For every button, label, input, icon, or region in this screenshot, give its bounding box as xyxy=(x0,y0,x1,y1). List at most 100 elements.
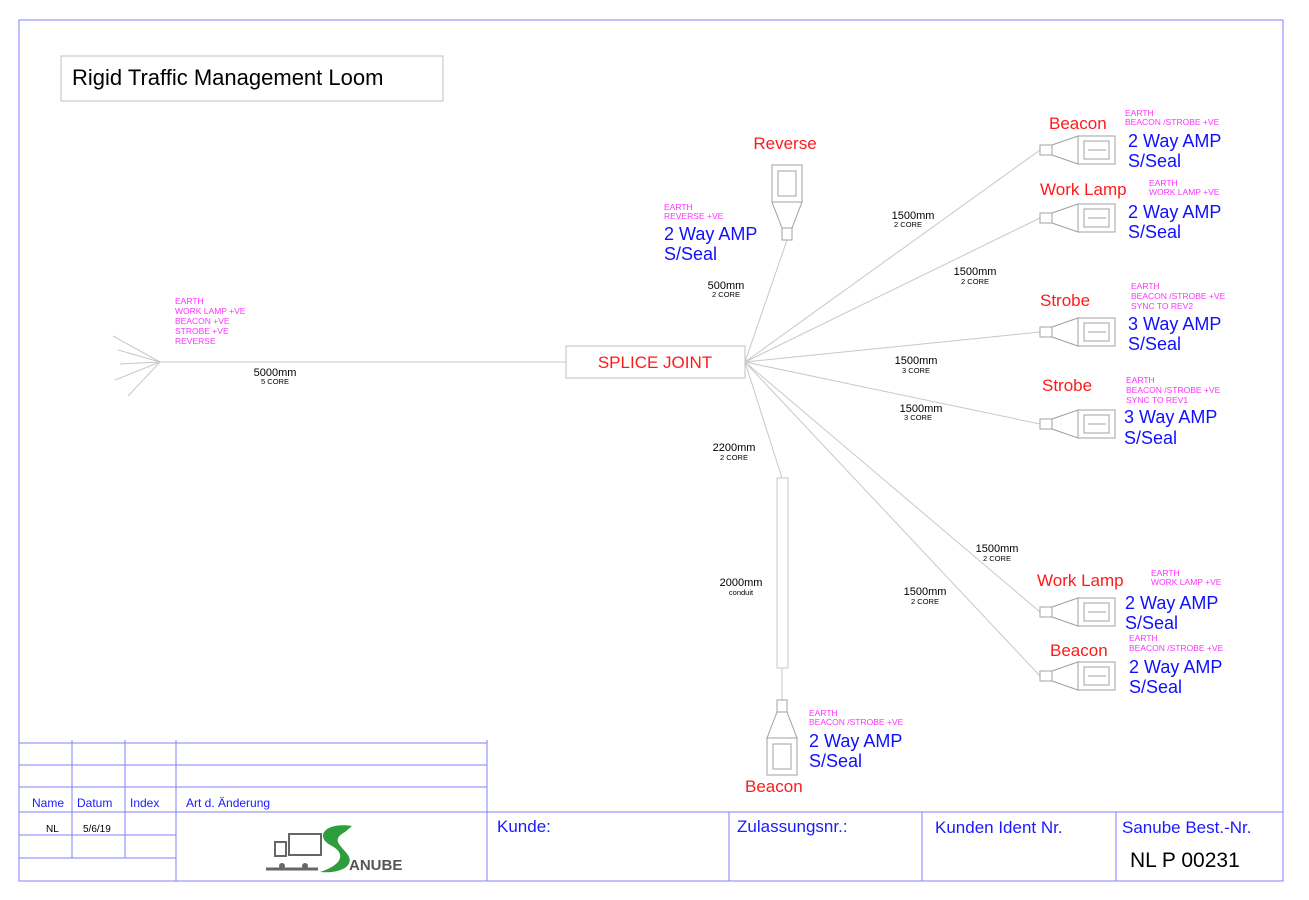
svg-text:2 CORE: 2 CORE xyxy=(894,220,922,229)
title-box xyxy=(60,55,444,102)
svg-text:2 Way AMP: 2 Way AMP xyxy=(1129,657,1222,677)
svg-text:S/Seal: S/Seal xyxy=(1128,222,1181,242)
svg-text:S/Seal: S/Seal xyxy=(1128,151,1181,171)
svg-text:BEACON /STROBE +VE: BEACON /STROBE +VE xyxy=(1129,643,1224,653)
svg-text:EARTH: EARTH xyxy=(809,708,838,718)
svg-text:2 CORE: 2 CORE xyxy=(720,453,748,462)
svg-text:1500mm: 1500mm xyxy=(976,543,1019,555)
svg-text:Work Lamp: Work Lamp xyxy=(1037,571,1124,590)
splice-label: SPLICE JOINT xyxy=(598,353,712,372)
connector-plug-4 xyxy=(1039,597,1116,627)
svg-text:Strobe: Strobe xyxy=(1040,291,1090,310)
svg-text:EARTH: EARTH xyxy=(1149,178,1178,188)
svg-text:EARTH: EARTH xyxy=(1151,568,1180,578)
header-datum: Datum xyxy=(77,796,112,810)
svg-text:500mm: 500mm xyxy=(708,280,745,292)
svg-text:Reverse: Reverse xyxy=(753,134,816,153)
branch-wires xyxy=(744,149,1041,700)
connector-plug-5 xyxy=(1039,661,1116,691)
svg-text:2 Way AMP: 2 Way AMP xyxy=(1125,593,1218,613)
svg-text:BEACON /STROBE +VE: BEACON /STROBE +VE xyxy=(809,717,904,727)
main-cable xyxy=(112,335,566,397)
connector-plug-3 xyxy=(1039,409,1116,439)
svg-text:WORK LAMP +VE: WORK LAMP +VE xyxy=(175,306,246,316)
svg-text:S/Seal: S/Seal xyxy=(1125,613,1178,633)
zulassung-label: Zulassungsnr.: xyxy=(737,817,848,836)
svg-text:3 CORE: 3 CORE xyxy=(902,366,930,375)
drawing-title: Rigid Traffic Management Loom xyxy=(72,65,383,90)
svg-text:2 Way AMP: 2 Way AMP xyxy=(1128,202,1221,222)
svg-text:2 CORE: 2 CORE xyxy=(712,290,740,299)
row-date: 5/6/19 xyxy=(83,824,111,835)
svg-text:BEACON /STROBE +VE: BEACON /STROBE +VE xyxy=(1126,385,1221,395)
svg-text:STROBE +VE: STROBE +VE xyxy=(175,326,229,336)
svg-text:conduit: conduit xyxy=(729,588,754,597)
svg-text:Beacon: Beacon xyxy=(745,777,803,796)
logo-text: ANUBE xyxy=(349,857,402,874)
reverse-connector-labels: Reverse EARTH REVERSE +VE 2 Way AMP S/Se… xyxy=(664,134,817,299)
branch-beacon-bottom: EARTH BEACON /STROBE +VE 2 Way AMP S/Sea… xyxy=(745,708,904,796)
main-core: 5 CORE xyxy=(261,377,289,386)
branch-lengths: 1500mm 2 CORE 1500mm 2 CORE 1500mm 3 COR… xyxy=(713,210,1019,606)
branch-beacon-1: Beacon EARTH BEACON /STROBE +VE 2 Way AM… xyxy=(1049,108,1221,171)
svg-text:Beacon: Beacon xyxy=(1050,641,1108,660)
row-name: NL xyxy=(46,824,59,835)
revision-table: Name Datum Index Art d. Änderung NL 5/6/… xyxy=(19,740,1283,881)
svg-text:SYNC TO REV2: SYNC TO REV2 xyxy=(1131,301,1193,311)
branch-beacon-2: Beacon EARTH BEACON /STROBE +VE 2 Way AM… xyxy=(1050,633,1224,697)
connectors xyxy=(766,135,1116,776)
best-nr-label: Sanube Best.-Nr. xyxy=(1122,818,1251,837)
svg-text:Strobe: Strobe xyxy=(1042,376,1092,395)
connector-plug-bottom xyxy=(766,699,798,776)
kunde-label: Kunde: xyxy=(497,817,551,836)
conduit xyxy=(776,477,789,669)
svg-text:S/Seal: S/Seal xyxy=(809,751,862,771)
svg-text:Work Lamp: Work Lamp xyxy=(1040,180,1127,199)
svg-text:BEACON +VE: BEACON +VE xyxy=(175,316,230,326)
svg-text:WORK LAMP +VE: WORK LAMP +VE xyxy=(1149,187,1220,197)
svg-text:3 CORE: 3 CORE xyxy=(904,413,932,422)
header-change: Art d. Änderung xyxy=(186,796,270,810)
svg-text:2 CORE: 2 CORE xyxy=(983,554,1011,563)
svg-text:1500mm: 1500mm xyxy=(892,210,935,222)
svg-text:1500mm: 1500mm xyxy=(904,586,947,598)
svg-text:3 Way AMP: 3 Way AMP xyxy=(1128,314,1221,334)
svg-text:2200mm: 2200mm xyxy=(713,442,756,454)
svg-text:Beacon: Beacon xyxy=(1049,114,1107,133)
svg-text:3 Way AMP: 3 Way AMP xyxy=(1124,407,1217,427)
main-wire-list: EARTH WORK LAMP +VE BEACON +VE STROBE +V… xyxy=(175,296,246,346)
svg-text:S/Seal: S/Seal xyxy=(1128,334,1181,354)
connector-plug-0 xyxy=(1039,135,1116,165)
svg-text:EARTH: EARTH xyxy=(1131,281,1160,291)
svg-text:BEACON /STROBE +VE: BEACON /STROBE +VE xyxy=(1131,291,1226,301)
connector-plug-1 xyxy=(1039,203,1116,233)
svg-text:2 Way AMP: 2 Way AMP xyxy=(664,224,757,244)
branch-strobe-2: Strobe EARTH BEACON /STROBE +VE SYNC TO … xyxy=(1042,375,1221,448)
svg-text:2 Way AMP: 2 Way AMP xyxy=(809,731,902,751)
sanube-logo: ANUBE xyxy=(266,825,402,874)
svg-text:REVERSE: REVERSE xyxy=(175,336,216,346)
svg-text:BEACON /STROBE +VE: BEACON /STROBE +VE xyxy=(1125,117,1220,127)
connector-plug-2 xyxy=(1039,317,1116,347)
branch-work-lamp-2: Work Lamp EARTH WORK LAMP +VE 2 Way AMP … xyxy=(1037,568,1222,633)
svg-text:EARTH: EARTH xyxy=(1125,108,1154,118)
svg-text:S/Seal: S/Seal xyxy=(664,244,717,264)
main-length: 5000mm xyxy=(254,367,297,379)
svg-text:2000mm: 2000mm xyxy=(720,577,763,589)
svg-text:EARTH: EARTH xyxy=(1126,375,1155,385)
svg-text:WORK LAMP +VE: WORK LAMP +VE xyxy=(1151,577,1222,587)
svg-text:SYNC TO REV1: SYNC TO REV1 xyxy=(1126,395,1188,405)
svg-text:EARTH: EARTH xyxy=(1129,633,1158,643)
svg-text:REVERSE +VE: REVERSE +VE xyxy=(664,211,724,221)
svg-text:S/Seal: S/Seal xyxy=(1129,677,1182,697)
svg-text:2 Way AMP: 2 Way AMP xyxy=(1128,131,1221,151)
svg-text:2 CORE: 2 CORE xyxy=(911,597,939,606)
best-nr-value: NL P 00231 xyxy=(1130,849,1240,872)
svg-text:EARTH: EARTH xyxy=(664,202,693,212)
connector-plug-reverse xyxy=(771,164,803,241)
branch-work-lamp-1: Work Lamp EARTH WORK LAMP +VE 2 Way AMP … xyxy=(1040,178,1221,242)
branch-strobe-1: Strobe EARTH BEACON /STROBE +VE SYNC TO … xyxy=(1040,281,1226,354)
header-name: Name xyxy=(32,796,64,810)
customer-block: Kunde: Zulassungsnr.: Kunden Ident Nr. S… xyxy=(497,817,1251,872)
